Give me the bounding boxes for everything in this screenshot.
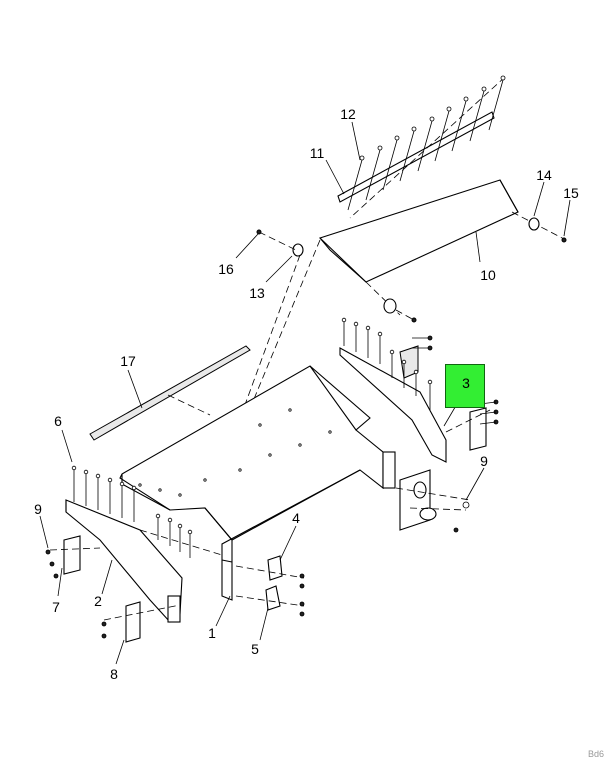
callout-14: 14 xyxy=(536,167,552,183)
left-plate-7 xyxy=(45,535,101,579)
nut-14 xyxy=(511,211,567,243)
seal-strip-17 xyxy=(89,345,251,441)
callout-11: 11 xyxy=(310,145,325,161)
callout-17: 17 xyxy=(120,353,136,369)
callout-3-highlight[interactable]: 3 xyxy=(445,364,485,408)
callout-15: 15 xyxy=(563,185,579,201)
callout-10: 10 xyxy=(480,267,496,283)
right-support-plate xyxy=(395,399,499,533)
cover-panel-10 xyxy=(318,179,519,283)
callout-9-left: 9 xyxy=(34,501,42,517)
callout-1: 1 xyxy=(208,625,216,641)
callout-2: 2 xyxy=(94,593,102,609)
lower-plate-8 xyxy=(101,601,181,643)
clip-5 xyxy=(235,585,305,617)
right-bracket-3 xyxy=(339,317,447,463)
callout-6: 6 xyxy=(54,413,62,429)
callout-7: 7 xyxy=(52,599,60,615)
figure-code: Bd6 xyxy=(587,749,604,759)
left-bracket-2 xyxy=(65,465,223,623)
leader-lines xyxy=(39,121,571,665)
bolt-row-12 xyxy=(347,75,506,219)
callout-12: 12 xyxy=(340,106,356,122)
callout-3: 3 xyxy=(462,375,470,391)
callout-5: 5 xyxy=(251,641,259,657)
main-frame-1 xyxy=(119,365,396,601)
callout-labels: 12 11 14 15 10 16 13 17 6 9 7 2 8 1 5 4 … xyxy=(34,106,579,682)
callout-4: 4 xyxy=(292,510,300,526)
callout-9-right: 9 xyxy=(480,453,488,469)
washer-pivot xyxy=(383,298,417,323)
callout-8: 8 xyxy=(110,666,118,682)
clip-4 xyxy=(235,555,305,589)
callout-13: 13 xyxy=(249,285,265,301)
washer-13 xyxy=(256,229,304,257)
callout-16: 16 xyxy=(218,261,234,277)
